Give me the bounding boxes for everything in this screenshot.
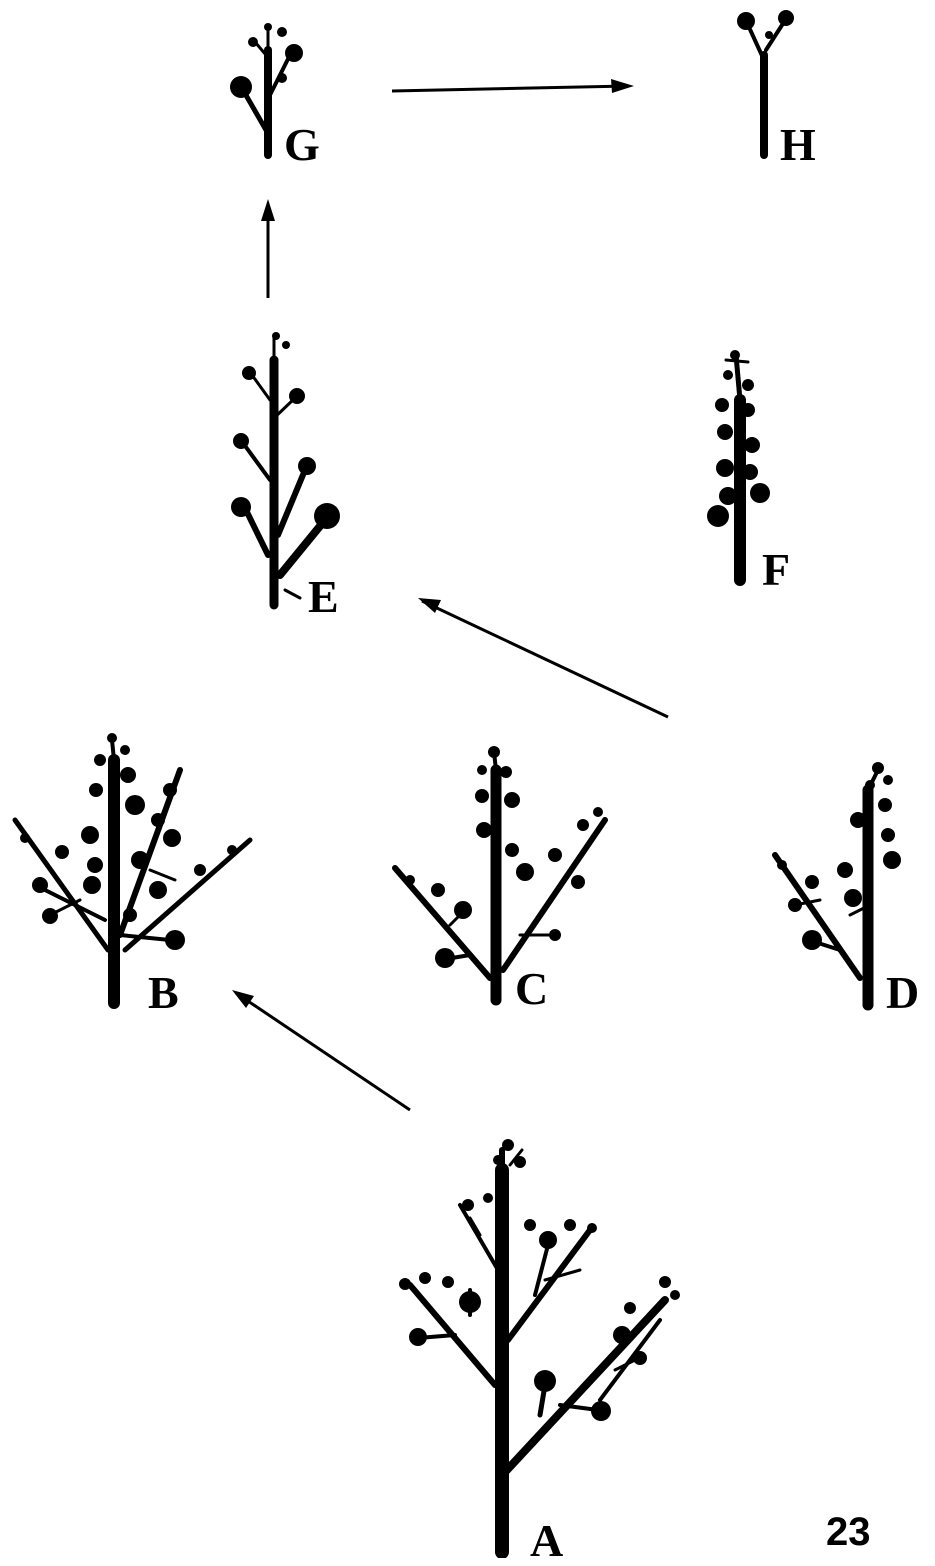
plant-a (399, 1139, 680, 1558)
plant-g (230, 23, 303, 159)
stage-label-d: D (886, 967, 920, 1018)
plant-f (707, 350, 770, 586)
arrow-d-to-e (418, 598, 669, 719)
plant-e (231, 332, 340, 610)
stage-label-b: B (148, 967, 179, 1018)
stage-label-f: F (762, 544, 791, 595)
plant-h (737, 10, 794, 159)
stage-label-h: H (780, 119, 816, 170)
arrow-e-to-g (261, 199, 275, 298)
plant-c (392, 746, 608, 1006)
plant-b (12, 733, 253, 1009)
plant-d (772, 762, 901, 1011)
arrow-g-to-h (391, 79, 634, 93)
stage-label-g: G (284, 119, 320, 170)
arrow-a-to-b (232, 990, 411, 1112)
stage-label-e: E (308, 571, 339, 622)
stage-label-c: C (515, 963, 549, 1014)
stage-label-a: A (530, 1515, 564, 1566)
figure-number: 23 (826, 1510, 871, 1554)
